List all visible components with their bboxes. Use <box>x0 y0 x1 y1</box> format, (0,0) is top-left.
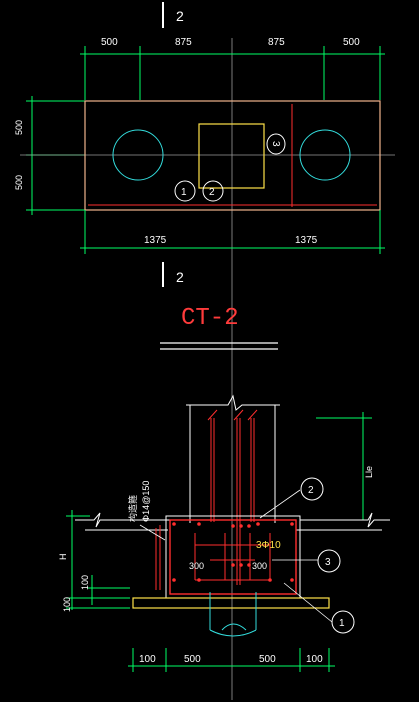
callout-1-plan <box>174 180 196 202</box>
svg-text:3: 3 <box>270 141 281 147</box>
dim-top-1: 500 <box>101 37 118 48</box>
callout-3-section <box>317 549 341 573</box>
column-section-outline <box>186 394 280 523</box>
pile-cap-outline <box>84 100 381 211</box>
pile-cap-section <box>165 515 301 599</box>
dim-top-3: 875 <box>268 37 285 48</box>
left-dimension: 500 500 <box>14 96 90 215</box>
callout-2-section <box>300 477 324 501</box>
dim-left-100-b: 100 <box>62 597 72 612</box>
pile-left <box>112 129 164 181</box>
svg-text:2: 2 <box>308 485 314 496</box>
cushion-layer <box>132 597 330 609</box>
dim-bottom-2: 1375 <box>295 235 318 246</box>
ground-line-right <box>300 512 390 528</box>
dim-left-1: 500 <box>14 120 24 135</box>
section-view: Lle 3Φ10 300 300 构造箍 Φ14@150 <box>58 394 390 672</box>
callout-3-plan <box>266 133 286 155</box>
dim-sec-bottom-1: 100 <box>139 654 156 665</box>
dim-left-100-a: 100 <box>80 575 90 590</box>
top-dimension: 500 875 875 500 <box>80 37 385 100</box>
stirrup-spec: Φ14@150 <box>141 481 151 522</box>
callout-2-plan <box>202 180 224 202</box>
dim-left-2: 500 <box>14 175 24 190</box>
dim-top-2: 875 <box>175 37 192 48</box>
svg-text:3: 3 <box>325 557 331 568</box>
svg-text:1: 1 <box>181 187 187 198</box>
title-block: CT-2 <box>160 305 278 350</box>
dim-sec-bottom-4: 100 <box>306 654 323 665</box>
pile-right <box>299 129 351 181</box>
pile-head <box>209 592 257 637</box>
stirrup-text: 构造箍 <box>127 495 138 522</box>
drawing-title: CT-2 <box>181 305 239 332</box>
lle-label: Lle <box>364 466 374 478</box>
dim-sec-bottom-3: 500 <box>259 654 276 665</box>
column-rebars <box>210 418 255 585</box>
section-bottom-dimension: 100 500 500 100 <box>128 648 335 672</box>
dim-bottom-1: 1375 <box>144 235 167 246</box>
dim-top-4: 500 <box>343 37 360 48</box>
rebar-cage <box>169 519 297 595</box>
bar-spec-label: 3Φ10 <box>256 540 281 551</box>
h-label: H <box>58 554 68 561</box>
dim-300-right: 300 <box>252 561 267 571</box>
bottom-dimension: 1375 1375 <box>80 210 385 254</box>
inner-rebars <box>194 533 271 581</box>
callout-1-section <box>331 610 355 634</box>
section-label-top: 2 <box>176 8 184 24</box>
dim-300-left: 300 <box>189 561 204 571</box>
dim-sec-bottom-2: 500 <box>184 654 201 665</box>
svg-text:1: 1 <box>339 618 345 629</box>
plan-view: 2 500 875 875 500 500 500 <box>14 2 395 700</box>
rebar-dots <box>172 522 294 582</box>
section-label-bottom: 2 <box>176 269 184 285</box>
svg-text:2: 2 <box>209 187 215 198</box>
column-outline <box>198 123 265 189</box>
ground-line-left <box>75 512 172 528</box>
